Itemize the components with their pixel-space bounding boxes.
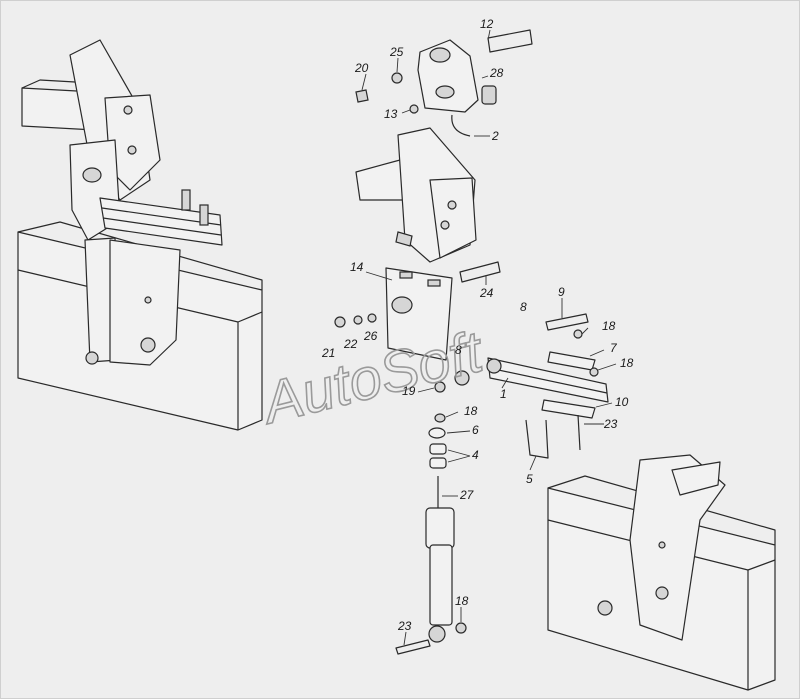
callout-4: 4 [472,448,479,462]
callout-9: 9 [558,285,565,299]
callout-5: 5 [526,472,533,486]
shock-absorber [395,413,467,655]
mounting-plate [334,267,453,361]
callout-25: 25 [389,45,404,59]
callout-12: 12 [480,17,494,31]
center-bracket [355,127,501,283]
callout-1: 1 [500,387,507,401]
callout-20: 20 [354,61,369,75]
callout-2: 2 [491,129,499,143]
callout-21: 21 [321,346,335,360]
callout-6: 6 [472,423,479,437]
right-frame-assembly [547,454,776,691]
callout-18-c: 18 [464,404,478,418]
callout-18-d: 18 [455,594,469,608]
callout-26: 26 [363,329,378,343]
callout-8-lower: 8 [455,343,462,357]
callout-10: 10 [615,395,629,409]
callout-14: 14 [350,260,364,274]
callout-18-a: 18 [602,319,616,333]
callout-23-a: 23 [603,417,618,431]
upper-bracket-parts [355,29,533,137]
left-frame-assembly [17,39,263,431]
callout-22: 22 [343,337,358,351]
callout-24: 24 [479,286,494,300]
callout-28: 28 [489,66,504,80]
callouts: 12 25 20 28 13 2 14 24 9 8 18 21 22 26 8… [321,17,634,633]
callout-13: 13 [384,107,398,121]
callout-18-b: 18 [620,356,634,370]
callout-7: 7 [610,341,618,355]
callout-23-b: 23 [397,619,412,633]
callout-8-upper: 8 [520,300,527,314]
callout-19: 19 [402,384,416,398]
leader-lines [361,29,617,646]
spring-assembly [434,313,609,459]
callout-27: 27 [459,488,475,502]
